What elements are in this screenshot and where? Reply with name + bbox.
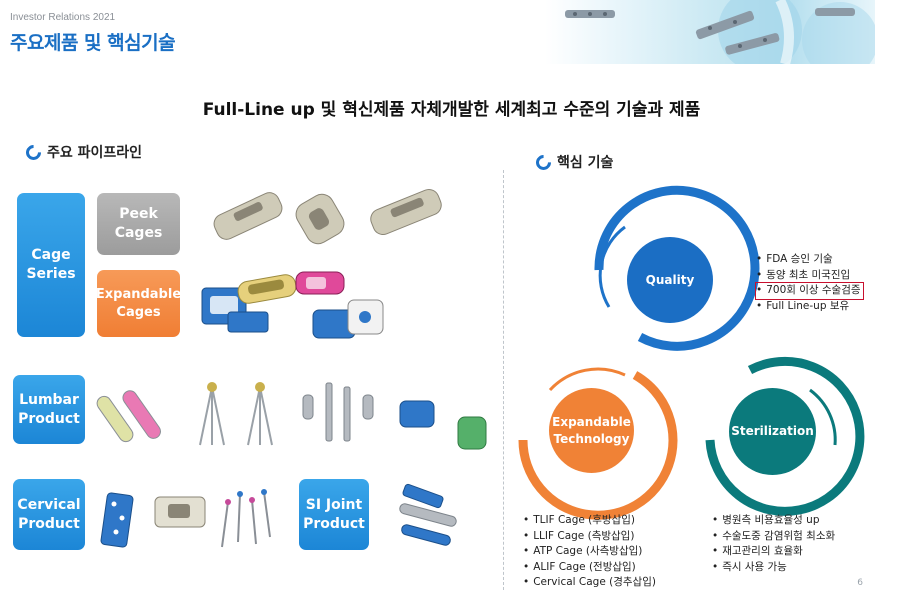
peek-cages-button[interactable]: Peek Cages	[97, 193, 180, 255]
core-tech-section-label: 핵심 기술	[532, 151, 614, 173]
expandable-bullet: ALIF Cage (전방삽입)	[523, 560, 656, 576]
pipeline-label-text: 주요 파이프라인	[47, 145, 143, 161]
si-joint-product-images	[399, 483, 457, 546]
quality-bullet: FDA 승인 기술	[756, 252, 863, 268]
tech-circle-arcs	[518, 185, 865, 520]
page-title: 주요제품 및 핵심기술	[10, 32, 176, 54]
expandable-bullet-list: TLIF Cage (후방삽입) LLIF Cage (측방삽입) ATP Ca…	[523, 513, 656, 591]
ring-icon	[532, 151, 555, 173]
lumbar-product-button[interactable]: Lumbar Product	[13, 375, 85, 444]
sterilization-bullet: 재고관리의 효율화	[712, 544, 835, 560]
quality-bullet-list: FDA 승인 기술 동양 최초 미국진입 700회 이상 수술검증 Full L…	[755, 252, 864, 315]
core-tech-label-text: 핵심 기술	[557, 155, 614, 171]
si-joint-product-button[interactable]: SI Joint Product	[299, 479, 369, 550]
expandable-bullet: TLIF Cage (후방삽입)	[523, 513, 656, 529]
main-heading: Full-Line up 및 혁신제품 자체개발한 세계최고 수준의 기술과 제…	[202, 100, 701, 120]
expandable-cage-images	[201, 271, 384, 339]
page-number: 6	[857, 578, 863, 588]
expandable-bullet: Cervical Cage (경추삽입)	[523, 575, 656, 591]
sterilization-bullet: 수술도중 감염위험 최소화	[712, 529, 835, 545]
section-divider	[503, 170, 504, 590]
header-banner-image	[545, 0, 875, 64]
expandable-bullet: LLIF Cage (측방삽입)	[523, 529, 656, 545]
quality-bullet: Full Line-up 보유	[756, 299, 863, 315]
spine-illustration	[565, 0, 875, 64]
pipeline-section-label: 주요 파이프라인	[22, 141, 143, 163]
cage-series-button[interactable]: Cage Series	[17, 193, 85, 337]
quality-circle: Quality	[627, 237, 713, 323]
sterilization-bullet-list: 병원측 비용효율성 up 수술도중 감염위험 최소화 재고관리의 효율화 즉시 …	[712, 513, 835, 575]
quality-bullet-highlighted: 700회 이상 수술검증	[755, 282, 864, 300]
sterilization-circle: Sterilization	[729, 388, 816, 475]
expandable-technology-circle: Expandable Technology	[549, 388, 634, 473]
peek-cage-images	[213, 188, 442, 245]
quality-bullet: 동양 최초 미국진입	[756, 268, 863, 284]
lumbar-product-images	[96, 382, 487, 450]
ring-icon	[22, 141, 45, 163]
investor-relations-label: Investor Relations 2021	[10, 12, 116, 23]
expandable-cages-button[interactable]: Expandable Cages	[96, 270, 181, 337]
cervical-product-button[interactable]: Cervical Product	[13, 479, 85, 550]
cervical-product-images	[100, 489, 271, 548]
expandable-bullet: ATP Cage (사측방삽입)	[523, 544, 656, 560]
sterilization-bullet: 즉시 사용 가능	[712, 560, 835, 576]
sterilization-bullet: 병원측 비용효율성 up	[712, 513, 835, 529]
